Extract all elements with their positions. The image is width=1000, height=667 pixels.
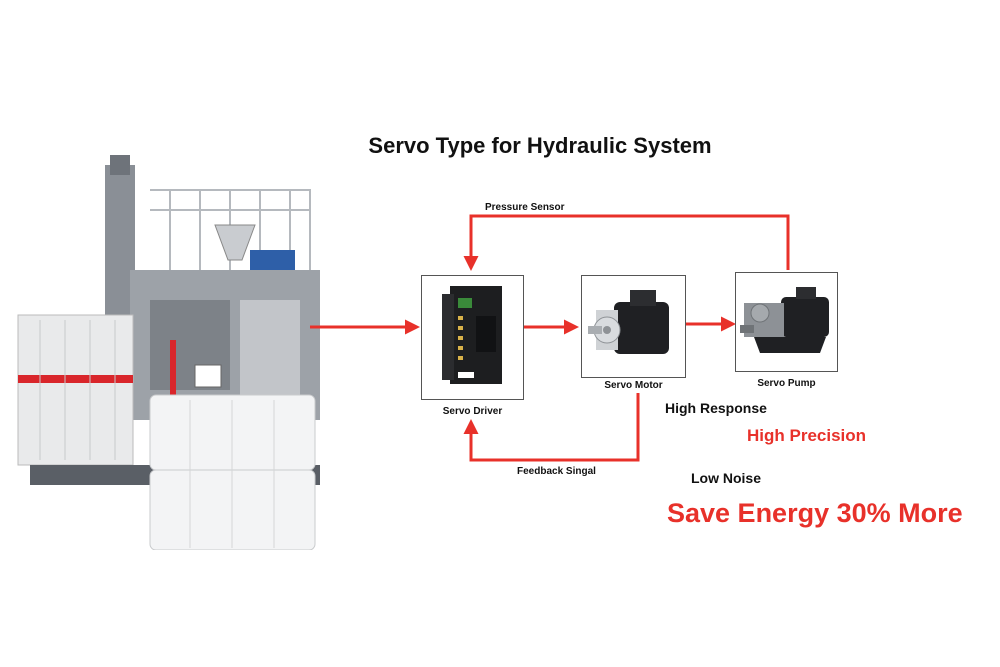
pressure-sensor-line <box>463 214 790 271</box>
save-energy-text: Save Energy 30% More <box>667 498 963 528</box>
feedback-signal-line <box>463 393 640 462</box>
servo-motor-image <box>588 290 669 354</box>
servo-motor-label: Servo Motor <box>604 380 663 391</box>
servo-driver-image <box>442 286 502 384</box>
servo-driver-label: Servo Driver <box>442 406 503 417</box>
servo-driver-box <box>421 275 524 400</box>
blow-molding-machine-image <box>17 155 320 550</box>
diagram-title: Servo Type for Hydraulic System <box>368 133 712 158</box>
servo-pump-label: Servo Pump <box>757 378 816 389</box>
servo-pump-image <box>740 287 829 353</box>
high-precision-text: High Precision <box>747 426 867 445</box>
high-response-text: High Response <box>665 400 767 416</box>
feedback-signal-label: Feedback Singal <box>517 466 596 477</box>
pressure-sensor-label: Pressure Sensor <box>485 202 565 213</box>
servo-motor-box <box>581 275 686 378</box>
low-noise-text: Low Noise <box>691 470 762 486</box>
servo-pump-box <box>735 272 838 372</box>
